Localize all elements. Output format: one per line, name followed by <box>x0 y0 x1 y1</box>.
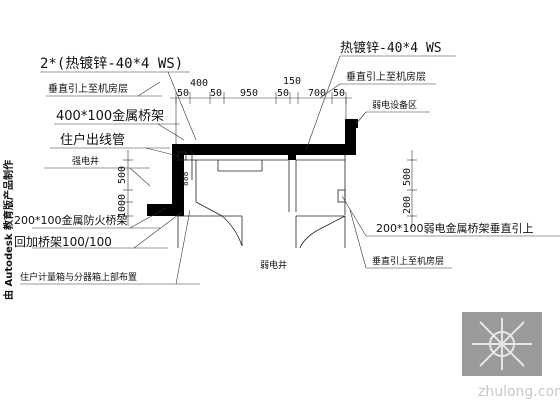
label-riser-right-top: 垂直引上至机房层 <box>346 70 426 83</box>
right-top-cap <box>345 119 358 128</box>
label-conduit: 住户出线管 <box>60 132 125 148</box>
label-meter-note: 住户计量箱与分器箱上部布置 <box>20 271 137 283</box>
dim-left-3: 1000 <box>117 194 128 218</box>
label-tray-100: 回加桥架100/100 <box>14 235 112 249</box>
dim-top-5: 50 <box>277 88 289 99</box>
label-cable-right-top: 热镀锌-40*4 WS <box>340 40 442 56</box>
label-riser-right-bottom: 垂直引上至机房层 <box>372 255 444 267</box>
leader-lines <box>20 55 560 285</box>
label-weak-room: 弱电设备区 <box>372 99 417 111</box>
label-weak-shaft: 弱电井 <box>260 259 287 271</box>
dim-right-1: 500 <box>402 168 413 186</box>
top-wall <box>172 144 356 155</box>
label-vertical-note: 由 Autodesk 教育版产品制作 <box>2 160 15 300</box>
dim-top-1: 50 <box>177 88 189 99</box>
walls <box>147 119 358 216</box>
dim-top-8: 50 <box>333 88 345 99</box>
dim-left-1: 500 <box>117 166 128 184</box>
label-cable-left-top: 2*(热镀锌-40*4 WS) <box>40 55 183 72</box>
dimension-lines <box>123 92 417 228</box>
dim-top-2: 400 <box>190 78 208 89</box>
dim-top-7: 700 <box>308 88 326 99</box>
label-strong-shaft: 强电井 <box>72 155 99 167</box>
label-fire-tray: 200*100金属防火桥架 <box>14 213 128 227</box>
right-wall <box>345 119 356 155</box>
middle-wall-stub <box>288 155 296 160</box>
left-wall <box>172 144 184 206</box>
label-riser-left: 垂直引上至机房层 <box>48 82 128 95</box>
left-bottom-wall <box>147 204 184 216</box>
dim-top-4: 950 <box>240 88 258 99</box>
watermark-logo: zhulong.com <box>462 312 560 400</box>
dim-right-2: 200 <box>402 196 413 214</box>
thin-lines <box>177 150 346 249</box>
label-tray-200-weak: 200*100弱电金属桥架垂直引上 <box>376 221 534 235</box>
dim-top-3: 50 <box>210 88 222 99</box>
watermark-text: zhulong.com <box>478 384 560 400</box>
dim-top-6: 150 <box>283 76 301 87</box>
text-labels: 2*(热镀锌-40*4 WS) 垂直引上至机房层 热镀锌-40*4 WS 垂直引… <box>2 40 534 300</box>
label-tray-400: 400*100金属桥架 <box>56 108 164 124</box>
dimension-values: 50 400 50 950 50 150 700 50 500 888 1000… <box>117 76 413 218</box>
dim-left-2: 888 <box>181 171 190 186</box>
